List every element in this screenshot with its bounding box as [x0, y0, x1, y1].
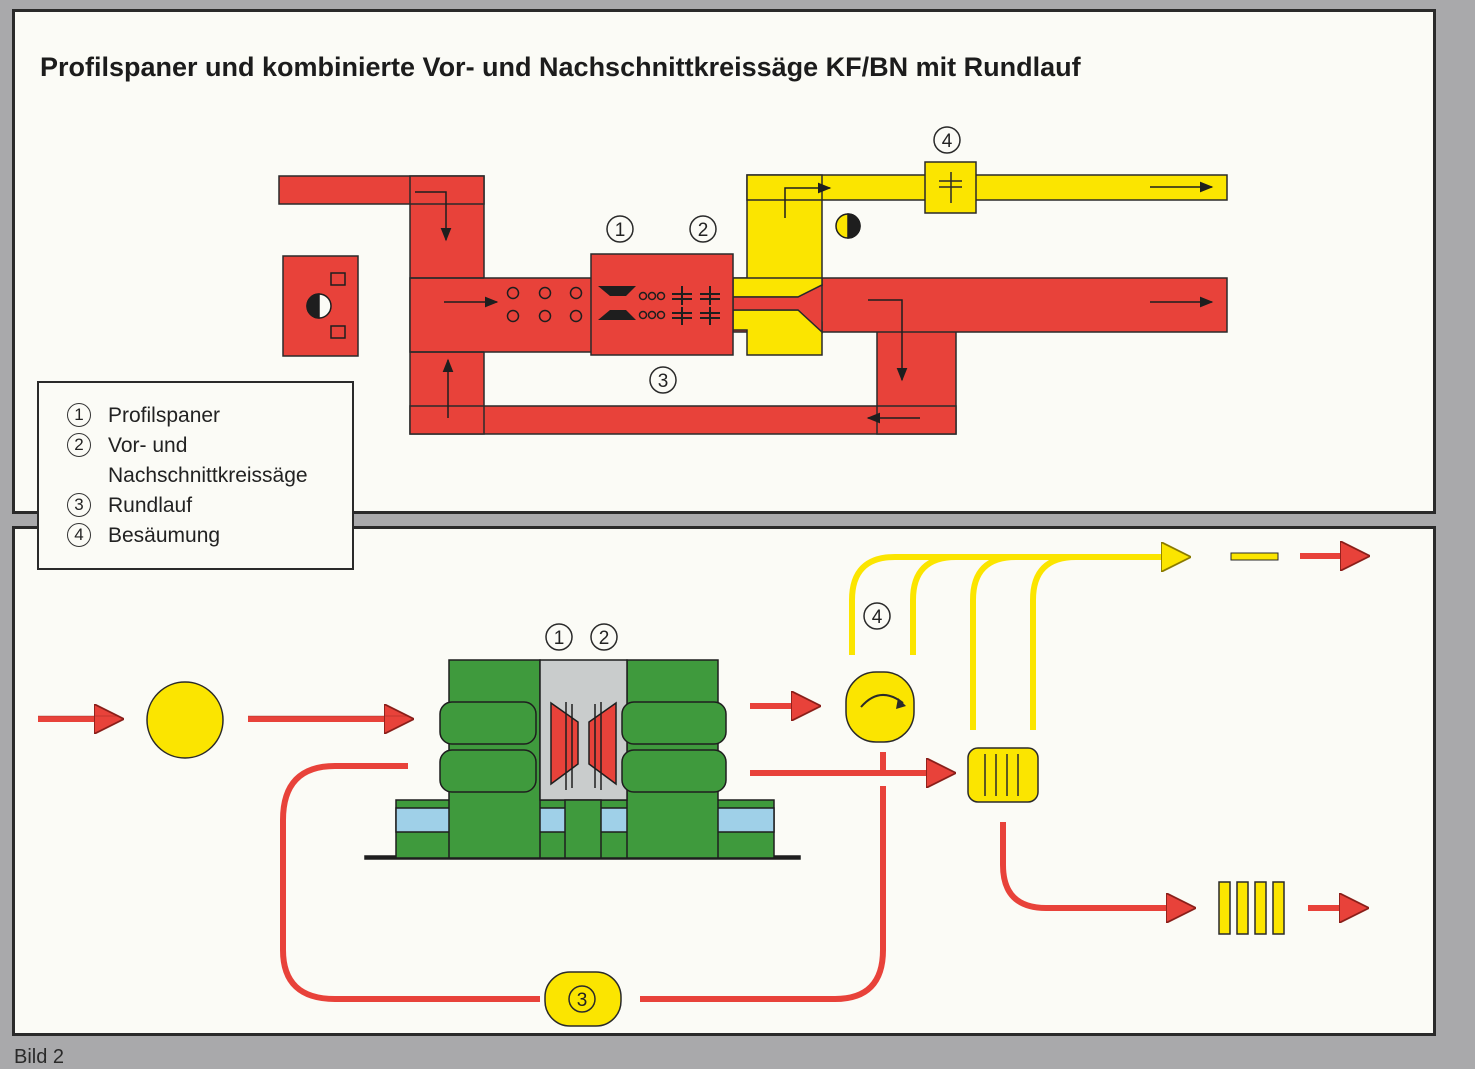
marker-4-bottom: 4 [863, 602, 891, 630]
legend-item-1: 1 Profilspaner [67, 401, 352, 431]
legend-item-4: 4 Besäumung [67, 521, 352, 551]
marker-1-bottom-label: 1 [554, 628, 565, 649]
infeed-rollers [506, 286, 583, 323]
legend-label: Rundlauf [108, 491, 192, 521]
legend: 1 Profilspaner 2 Vor- und Nachschnittkre… [37, 381, 354, 570]
machine-block [590, 253, 734, 356]
marker-2-top-label: 2 [698, 220, 709, 241]
marker-2-bottom-label: 2 [599, 628, 610, 649]
legend-label-text: Vor- und [108, 434, 188, 457]
saw-teeth [565, 702, 602, 790]
roller-dots [638, 291, 666, 320]
marker-4-top-label: 4 [942, 131, 953, 152]
yellow-trim-lines [849, 556, 1278, 730]
legend-number: 2 [67, 433, 91, 457]
feed-disc [146, 681, 224, 759]
marker-3-bottom: 3 [568, 985, 596, 1013]
marker-3-bottom-label: 3 [577, 990, 588, 1011]
red-flow-lines [38, 556, 1364, 1002]
output-boards [1218, 881, 1285, 935]
legend-label: Profilspaner [108, 401, 220, 431]
marker-3-top: 3 [649, 366, 677, 394]
legend-label: Besäumung [108, 521, 220, 551]
operator-symbol [835, 213, 861, 239]
planer-head-upper [598, 286, 636, 296]
saw-blades [672, 286, 720, 325]
marker-2-top: 2 [689, 215, 717, 243]
legend-number: 4 [67, 523, 91, 547]
red-seams [410, 203, 956, 434]
flow-arrows [415, 181, 1214, 424]
legend-label-text-line2: Nachschnittkreissäge [108, 464, 308, 487]
planer-head-lower [598, 310, 636, 320]
marker-2-bottom: 2 [590, 623, 618, 651]
legend-label: Vor- und Nachschnittkreissäge [108, 431, 308, 491]
marker-1-bottom: 1 [545, 623, 573, 651]
figure-caption: Bild 2 [14, 1046, 65, 1068]
diagram-title: Profilspaner und kombinierte Vor- und Na… [40, 52, 1081, 82]
marker-4-top: 4 [933, 126, 961, 154]
legend-number: 3 [67, 493, 91, 517]
legend-label-text: Profilspaner [108, 404, 221, 427]
legend-item-2: 2 Vor- und Nachschnittkreissäge [67, 431, 352, 491]
profile-chipper-machine [364, 659, 801, 860]
marker-1-top-label: 1 [615, 220, 626, 241]
control-box [306, 272, 346, 339]
legend-label-text: Besäumung [108, 524, 221, 547]
legend-number: 1 [67, 403, 91, 427]
marker-4-bottom-label: 4 [872, 607, 883, 628]
marker-3-top-label: 3 [658, 371, 669, 392]
board-pack-lines [984, 754, 1019, 796]
marker-1-top: 1 [606, 215, 634, 243]
trim-strip [1230, 552, 1279, 561]
top-flow-diagram: 1 2 3 4 [278, 126, 1228, 435]
board-pack [967, 747, 1039, 803]
legend-item-3: 3 Rundlauf [67, 491, 352, 521]
edger-unit [845, 671, 915, 743]
legend-label-text: Rundlauf [108, 494, 193, 517]
